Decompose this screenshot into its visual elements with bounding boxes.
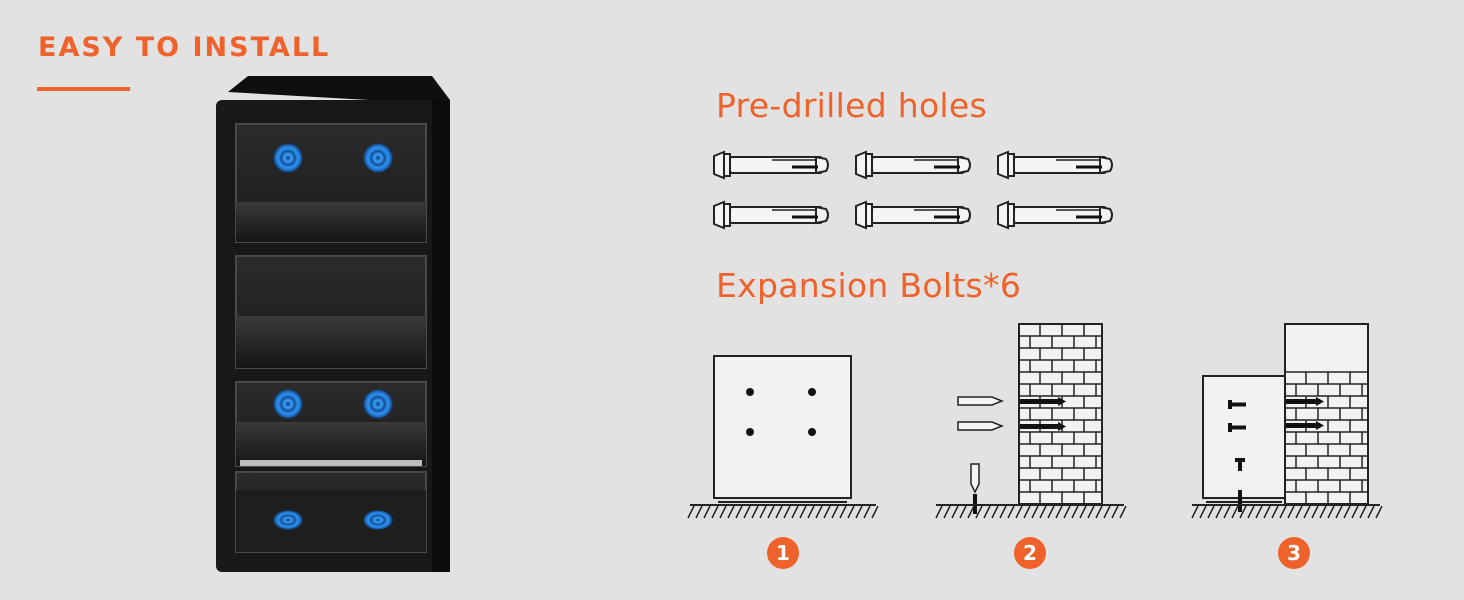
safe-compartment-1 [235,123,427,243]
hole-marker-icon [273,389,303,419]
safe-compartment-3 [235,381,427,467]
expansion-bolts-group [712,150,1114,230]
step-2-badge: 2 [1014,537,1046,569]
step-3-badge: 3 [1278,537,1310,569]
hole-marker-icon [273,143,303,173]
hole-marker-icon [363,143,393,173]
section-title: EASY TO INSTALL [38,32,331,63]
step-2-diagram [935,323,1127,519]
title-underline [37,87,130,91]
safe-compartment-4 [235,471,427,553]
hole-marker-icon [363,510,393,530]
step-3-diagram [1191,323,1383,519]
pre-drilled-holes-label: Pre-drilled holes [716,86,988,125]
safe-product-image [216,76,450,572]
safe-compartment-2 [235,255,427,369]
step-1-diagram [687,355,879,519]
hole-marker-icon [273,510,303,530]
hole-marker-icon [363,389,393,419]
expansion-bolts-label: Expansion Bolts*6 [716,266,1022,305]
step-1-badge: 1 [767,537,799,569]
